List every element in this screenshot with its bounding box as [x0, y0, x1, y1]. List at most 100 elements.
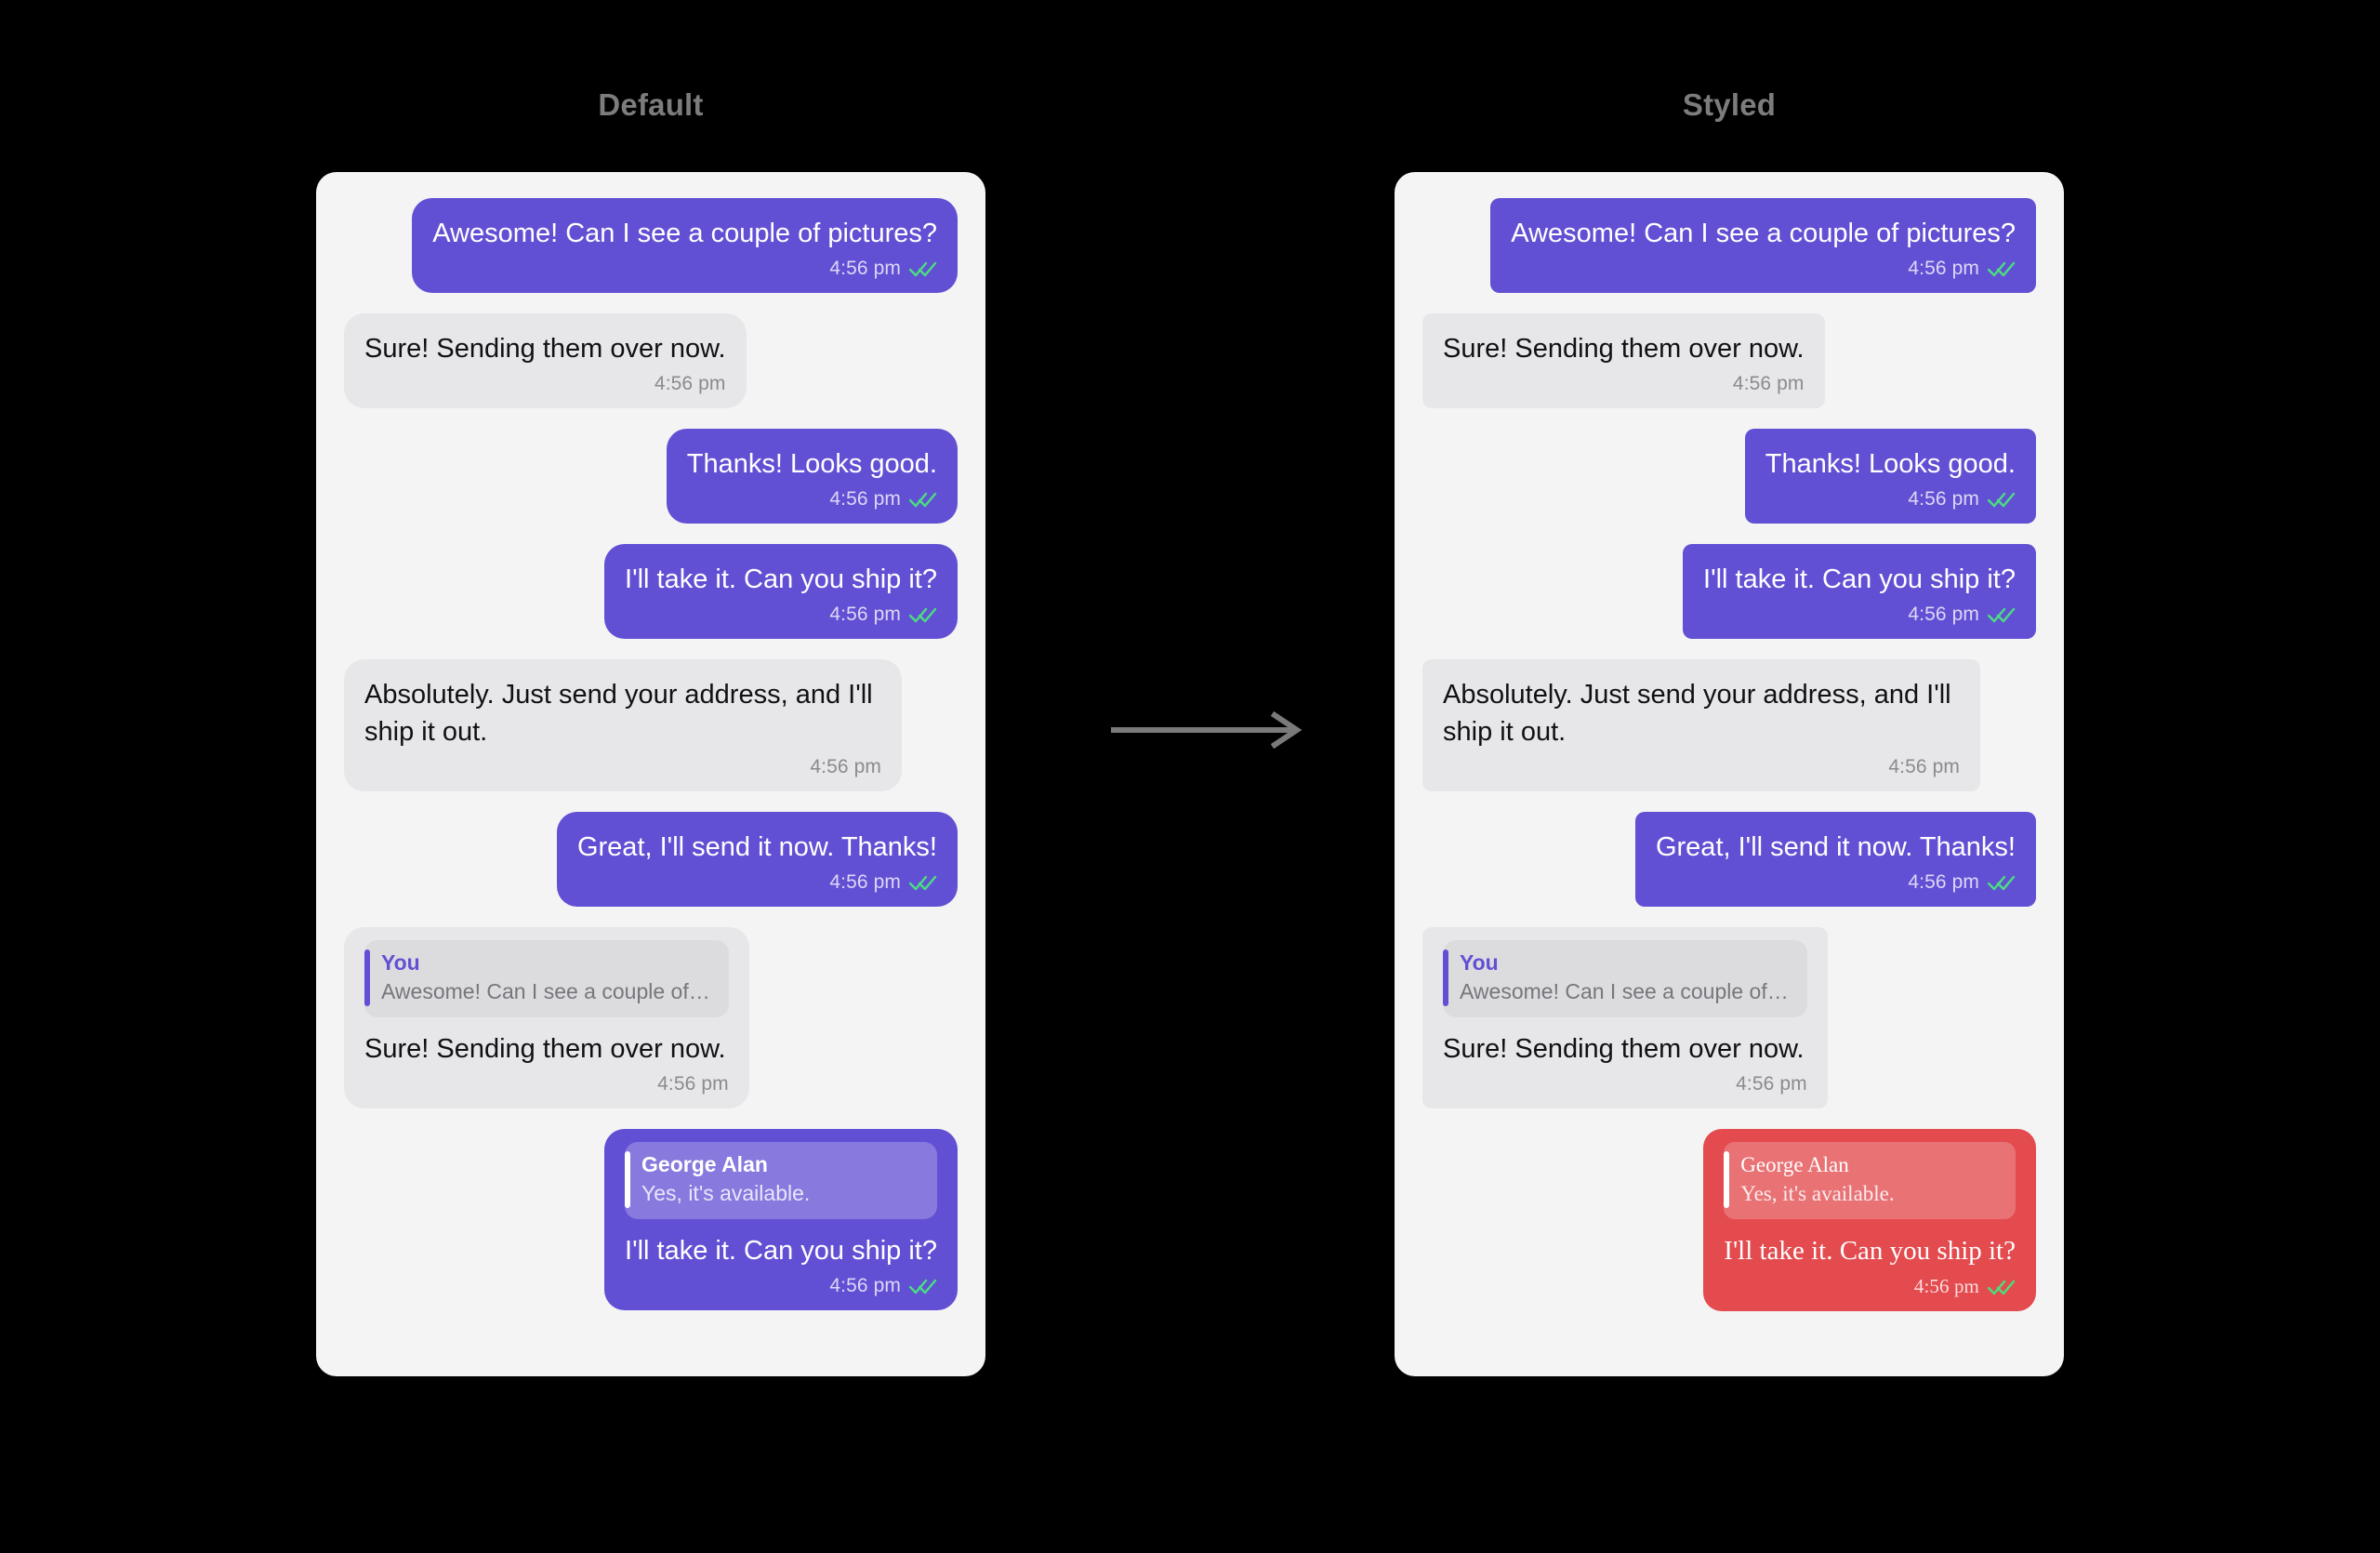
message-timestamp: 4:56 pm — [1908, 871, 1979, 894]
outgoing-message-bubble[interactable]: Great, I'll send it now. Thanks! 4:56 pm — [556, 812, 958, 908]
message-timestamp: 4:56 pm — [1913, 1275, 1979, 1298]
message-timestamp: 4:56 pm — [1732, 373, 1805, 395]
right-arrow-icon — [1110, 710, 1306, 750]
message-text: I'll take it. Can you ship it? — [1703, 564, 2016, 595]
outgoing-message-bubble[interactable]: Great, I'll send it now. Thanks! 4:56 pm — [1634, 812, 2036, 908]
quote-author-name: You — [381, 950, 420, 976]
message-row: Great, I'll send it now. Thanks! 4:56 pm — [1422, 812, 2036, 908]
outgoing-message-bubble[interactable]: Awesome! Can I see a couple of pictures?… — [412, 198, 958, 294]
message-timestamp: 4:56 pm — [657, 1073, 729, 1095]
message-text: Thanks! Looks good. — [686, 449, 937, 480]
double-check-icon — [1988, 875, 2016, 891]
message-row: I'll take it. Can you ship it?4:56 pm — [344, 544, 958, 640]
double-check-icon — [1988, 261, 2016, 277]
quote-preview-text: Awesome! Can I see a couple of… — [1460, 979, 1789, 1003]
message-meta: 4:56 pm — [1511, 258, 2016, 280]
message-timestamp: 4:56 pm — [1908, 258, 1979, 280]
message-meta: 4:56 pm — [1703, 604, 2016, 626]
outgoing-message-bubble[interactable]: I'll take it. Can you ship it?4:56 pm — [604, 544, 958, 640]
message-text: I'll take it. Can you ship it? — [625, 1236, 937, 1266]
outgoing-message-bubble[interactable]: I'll take it. Can you ship it? 4:56 pm — [1683, 544, 2036, 640]
message-meta: 4:56 pm — [1724, 1275, 2016, 1298]
message-row: Absolutely. Just send your address, and … — [1422, 659, 2036, 792]
double-check-icon — [1988, 607, 2016, 623]
message-row: Awesome! Can I see a couple of pictures?… — [1422, 198, 2036, 294]
message-text: Great, I'll send it now. Thanks! — [1655, 832, 2016, 863]
outgoing-message-bubble[interactable]: Thanks! Looks good. 4:56 pm — [666, 429, 958, 524]
double-check-icon — [1988, 1280, 2016, 1294]
message-row: Sure! Sending them over now.4:56 pm — [1422, 313, 2036, 409]
message-timestamp: 4:56 pm — [1908, 604, 1979, 626]
message-meta: 4:56 pm — [1443, 373, 1805, 395]
column-title-styled: Styled — [1682, 87, 1777, 122]
quote-accent-bar — [1443, 949, 1448, 1007]
message-meta: 4:56 pm — [625, 604, 937, 626]
message-meta: 4:56 pm — [364, 373, 726, 395]
column-title-default: Default — [598, 87, 704, 122]
message-meta: 4:56 pm — [1765, 488, 2016, 511]
message-timestamp: 4:56 pm — [829, 1275, 901, 1297]
message-meta: 4:56 pm — [364, 1073, 729, 1095]
double-check-icon — [909, 261, 937, 277]
quote-author-name: You — [1460, 950, 1499, 976]
message-row: Sure! Sending them over now. 4:56 pm — [344, 313, 958, 409]
message-text: Thanks! Looks good. — [1765, 449, 2016, 480]
message-text: Awesome! Can I see a couple of pictures? — [1511, 219, 2016, 248]
incoming-message-bubble[interactable]: Absolutely. Just send your address, and … — [344, 659, 902, 792]
message-meta: 4:56 pm — [364, 756, 881, 778]
message-text: I'll take it. Can you ship it? — [1724, 1236, 2016, 1266]
double-check-icon — [1988, 492, 2016, 508]
incoming-message-bubble[interactable]: Absolutely. Just send your address, and … — [1422, 659, 1980, 792]
message-meta: 4:56 pm — [1656, 871, 2016, 894]
message-timestamp: 4:56 pm — [1888, 756, 1960, 778]
incoming-message-bubble[interactable]: Sure! Sending them over now. 4:56 pm — [344, 313, 747, 409]
message-meta: 4:56 pm — [1443, 756, 1960, 778]
message-meta: 4:56 pm — [687, 488, 937, 511]
message-text: Great, I'll send it now. Thanks! — [576, 832, 937, 863]
quote-preview-text: Yes, it's available. — [1740, 1181, 1895, 1205]
message-text: Sure! Sending them over now. — [364, 1034, 726, 1065]
quote-accent-bar — [625, 1151, 631, 1208]
quote-accent-bar — [1724, 1151, 1730, 1208]
message-timestamp: 4:56 pm — [829, 258, 901, 280]
message-row: Absolutely. Just send your address, and … — [344, 659, 958, 792]
double-check-icon — [909, 875, 937, 891]
message-row: Great, I'll send it now. Thanks! 4:56 pm — [344, 812, 958, 908]
message-text: Absolutely. Just send your address, and … — [1443, 680, 1959, 748]
outgoing-message-bubble[interactable]: Thanks! Looks good. 4:56 pm — [1744, 429, 2036, 524]
message-row: Thanks! Looks good. 4:56 pm — [1422, 429, 2036, 524]
message-timestamp: 4:56 pm — [1908, 488, 1979, 511]
quote-preview-text: Awesome! Can I see a couple of… — [381, 979, 710, 1003]
message-timestamp: 4:56 pm — [829, 871, 901, 894]
outgoing-message-bubble[interactable]: Awesome! Can I see a couple of pictures?… — [1490, 198, 2036, 294]
message-timestamp: 4:56 pm — [654, 373, 726, 395]
message-meta: 4:56 pm — [625, 1275, 937, 1297]
message-timestamp: 4:56 pm — [829, 604, 901, 626]
message-row: Thanks! Looks good. 4:56 pm — [344, 429, 958, 524]
message-text: Sure! Sending them over now. — [364, 334, 726, 365]
incoming-message-bubble[interactable]: Sure! Sending them over now.4:56 pm — [1422, 313, 1825, 409]
double-check-icon — [909, 492, 937, 508]
quote-author-name: George Alan — [641, 1152, 768, 1177]
message-row: I'll take it. Can you ship it? 4:56 pm — [1422, 544, 2036, 640]
message-meta: 4:56 pm — [432, 258, 937, 280]
message-timestamp: 4:56 pm — [810, 756, 881, 778]
double-check-icon — [909, 1279, 937, 1294]
